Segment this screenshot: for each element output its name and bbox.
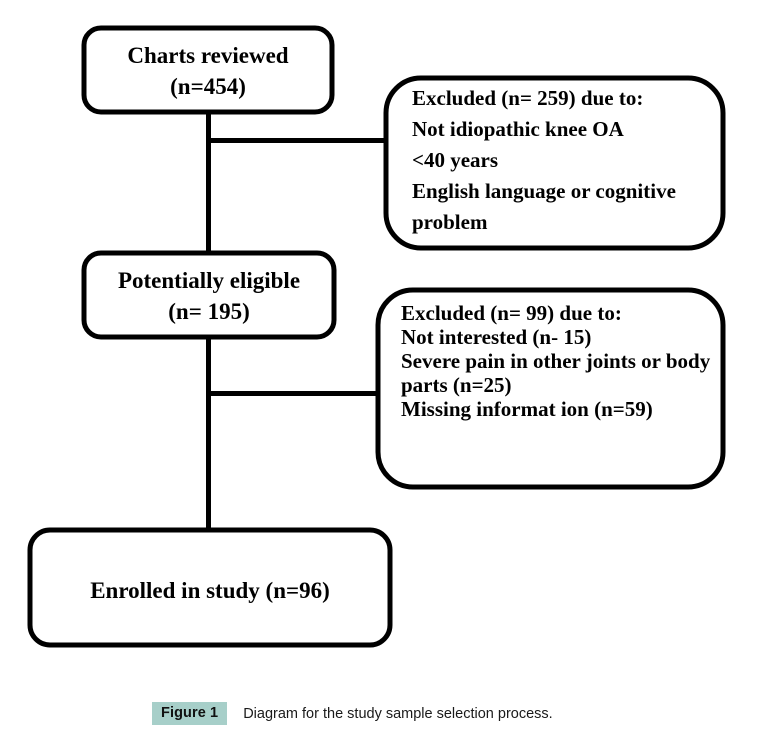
- node-excluded-1-box: [383, 75, 726, 251]
- node-enrolled-line1: Enrolled in study (n=96): [90, 578, 330, 603]
- node-excluded-1-line3: <40 years: [412, 148, 498, 172]
- node-charts-reviewed-line2: (n=454): [170, 74, 246, 99]
- node-enrolled: Enrolled in study (n=96): [27, 527, 393, 648]
- node-excluded-1-line2: Not idiopathic knee OA: [412, 117, 625, 141]
- figure-caption: Figure 1 Diagram for the study sample se…: [0, 696, 763, 731]
- node-excluded-2-line5: Missing informat ion (n=59): [401, 397, 653, 421]
- node-excluded-1-line5: problem: [412, 210, 488, 234]
- node-excluded-2-line4: parts (n=25): [401, 373, 512, 397]
- node-potentially-eligible-line2: (n= 195): [168, 299, 249, 324]
- figure-number-badge: Figure 1: [152, 701, 228, 726]
- node-excluded-1: Excluded (n= 259) due to: Not idiopathic…: [383, 75, 726, 251]
- node-charts-reviewed-box: [81, 25, 335, 115]
- node-potentially-eligible: Potentially eligible (n= 195): [81, 250, 337, 340]
- node-excluded-2-line3: Severe pain in other joints or body: [401, 349, 711, 373]
- figure-caption-text: Diagram for the study sample selection p…: [243, 705, 553, 722]
- node-enrolled-box: [27, 527, 393, 648]
- node-potentially-eligible-line1: Potentially eligible: [118, 268, 300, 293]
- node-excluded-2: Excluded (n= 99) due to: Not interested …: [375, 287, 726, 490]
- node-excluded-1-line1: Excluded (n= 259) due to:: [412, 86, 643, 110]
- node-charts-reviewed-line1: Charts reviewed: [127, 43, 288, 68]
- node-excluded-2-line2: Not interested (n- 15): [401, 325, 591, 349]
- connector-group: [206, 112, 388, 532]
- node-excluded-2-box: [375, 287, 726, 490]
- node-excluded-1-line4: English language or cognitive: [412, 179, 676, 203]
- node-excluded-2-line1: Excluded (n= 99) due to:: [401, 301, 622, 325]
- node-charts-reviewed: Charts reviewed (n=454): [81, 25, 335, 115]
- node-potentially-eligible-box: [81, 250, 337, 340]
